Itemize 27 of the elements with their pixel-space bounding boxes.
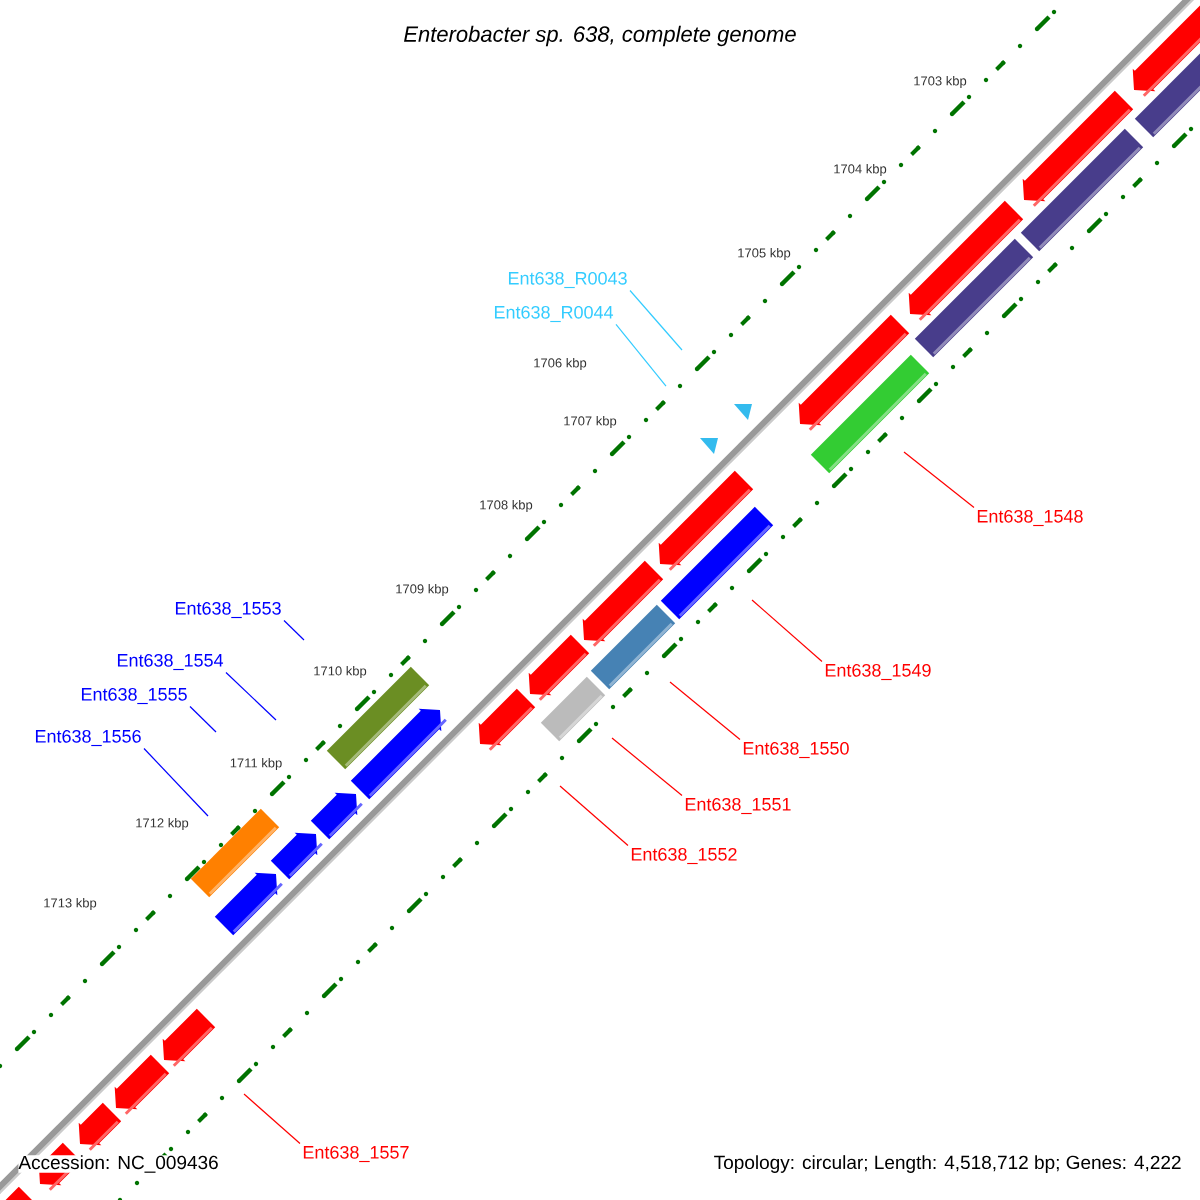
leader-line [669,681,741,741]
gene-label: Ent638_1554 [117,653,224,671]
gene-label: Ent638_1550 [743,741,849,759]
leader-line [615,323,667,387]
gene-label: Ent638_1553 [175,601,281,619]
gene-label: Ent638_1549 [825,663,931,681]
genome-info-text: Topology: circular; Length: 4,518,712 bp; Genes: 4,222 [714,1155,1181,1173]
gene-label: Ent638_R0043 [509,271,627,289]
gene-label: Ent638_1551 [685,797,791,815]
leader-line [629,289,683,351]
leader-line [751,599,823,663]
leader-line [189,705,217,733]
gene-label: Ent638_1548 [977,509,1083,527]
leader-line [143,747,209,817]
leader-line [225,671,277,721]
gene-label: Ent638_1552 [631,847,737,865]
leader-line [243,1093,301,1145]
accession-text: Accession: NC_009436 [18,1155,219,1173]
title: Enterobacter sp. 638, complete genome [404,25,796,47]
gene-label: Ent638_1557 [303,1145,409,1163]
leader-line [559,785,629,847]
gene-label: Ent638_R0044 [495,305,614,323]
gene-label: Ent638_1556 [35,729,141,747]
gene-label: Ent638_1555 [81,687,187,705]
leader-line [611,737,683,797]
leader-line [903,451,975,509]
leader-line [283,619,305,641]
